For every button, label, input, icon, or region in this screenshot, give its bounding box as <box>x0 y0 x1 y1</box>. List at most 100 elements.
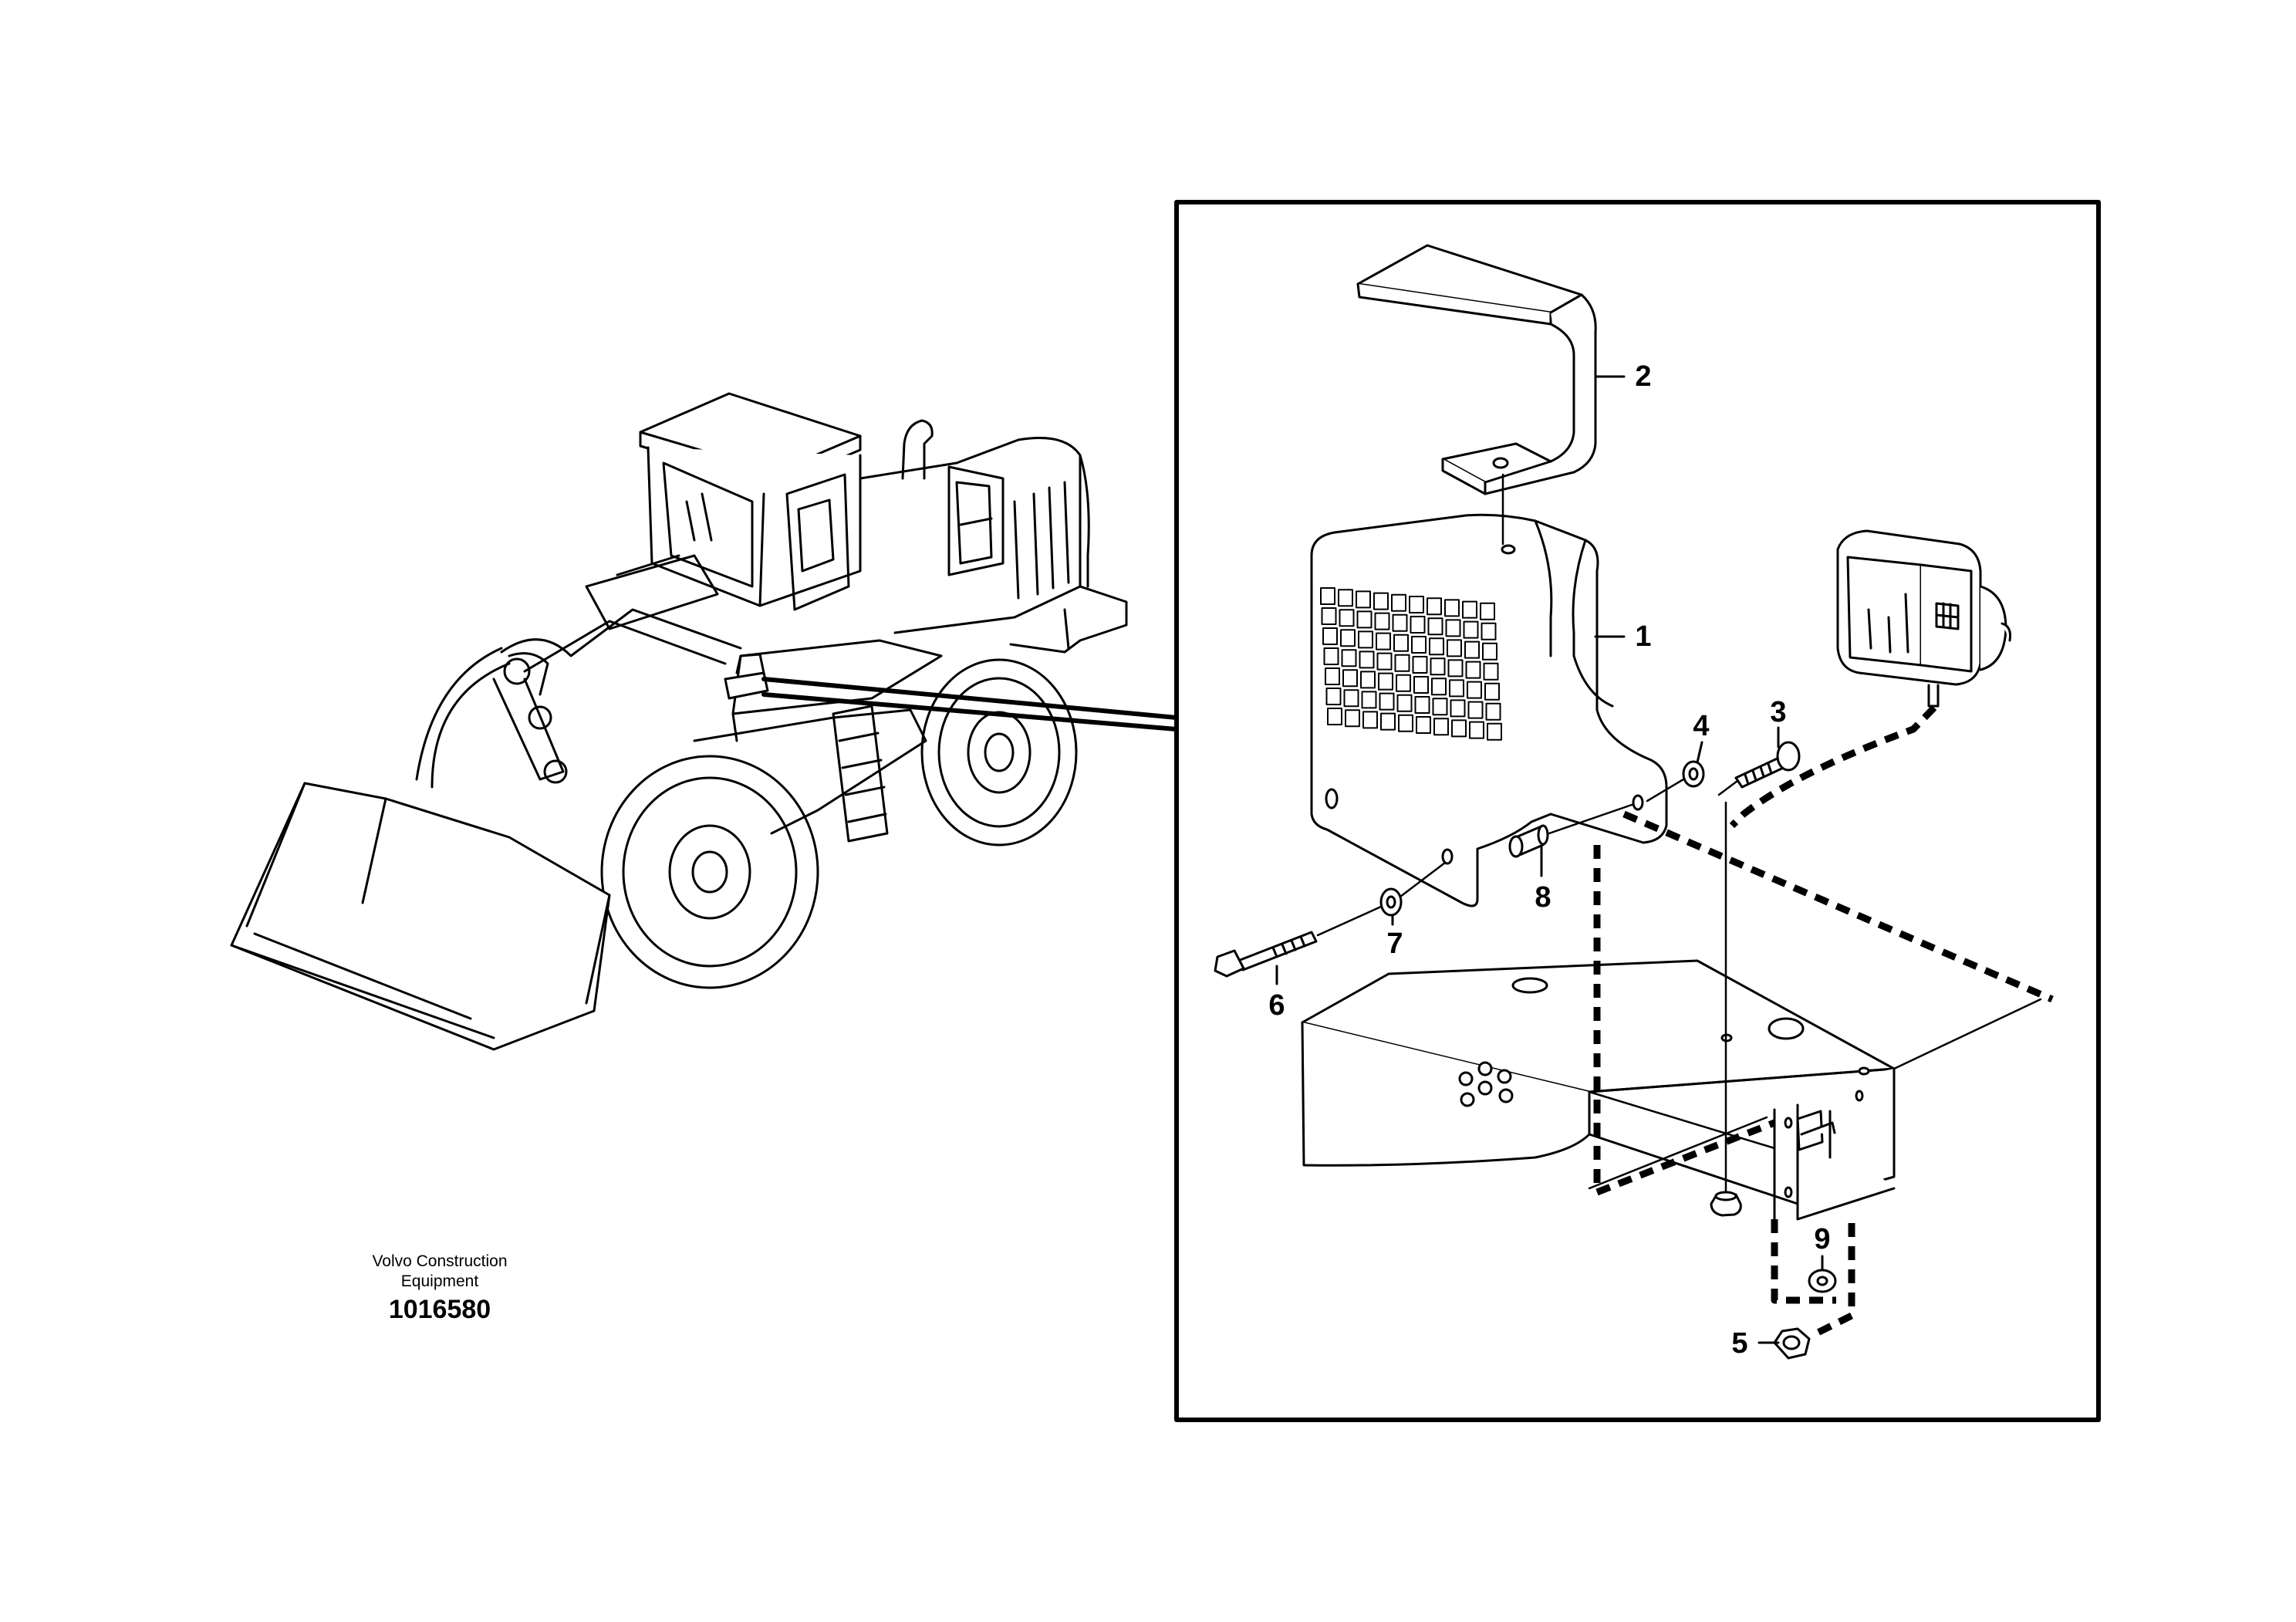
grille-cell <box>1483 662 1499 681</box>
grille-cell <box>1320 587 1335 605</box>
grille-cell <box>1451 719 1467 738</box>
part-spacer <box>1508 824 1549 858</box>
part-mounting-box <box>1301 959 1896 1221</box>
dashed-lines <box>1593 705 2054 1339</box>
grille-cell <box>1376 652 1393 671</box>
grille-cell <box>1433 718 1449 736</box>
grille-cell <box>1323 647 1339 665</box>
grille-cell <box>1380 712 1396 731</box>
part-nut-5 <box>1773 1327 1811 1360</box>
leader-lines <box>1275 375 1824 1344</box>
grille-cell <box>1345 709 1360 728</box>
grille-cell <box>1462 600 1477 619</box>
grille-cell <box>1432 698 1448 716</box>
callout-3: 3 <box>1770 696 1786 728</box>
grille-cell <box>1481 622 1497 640</box>
callout-5: 5 <box>1731 1327 1747 1360</box>
grille-cell <box>1360 671 1376 689</box>
grille-cell <box>1361 691 1377 709</box>
grille-cell <box>1467 681 1482 699</box>
grille-cell <box>1342 669 1358 688</box>
grille-cell <box>1427 597 1442 616</box>
grille-cell <box>1411 636 1427 654</box>
company-name: Volvo Construction Equipment <box>372 1252 508 1290</box>
grille-cell <box>1416 716 1431 734</box>
grille-cell <box>1356 610 1373 629</box>
grille-cell <box>1339 609 1355 627</box>
grille-cell <box>1398 714 1413 732</box>
grille-cell <box>1359 650 1375 669</box>
grille-cell <box>1373 592 1389 610</box>
callout-1: 1 <box>1635 620 1651 653</box>
callout-7: 7 <box>1386 928 1403 960</box>
callout-6: 6 <box>1268 989 1285 1022</box>
grille-cell <box>1341 649 1357 667</box>
callout-4: 4 <box>1693 710 1709 742</box>
grille-cell <box>1430 657 1446 676</box>
part-grille-cover <box>1310 513 1668 907</box>
grille-cell <box>1467 701 1484 719</box>
grille-cell <box>1321 607 1337 625</box>
part-work-light <box>1836 529 2011 708</box>
grille-cell <box>1480 602 1495 620</box>
part-bolt-3 <box>1734 741 1801 789</box>
grille-cell <box>1376 632 1391 650</box>
part-bracket <box>1356 244 1597 495</box>
wheel-loader-illustration <box>230 392 1128 1051</box>
grille-cell <box>1374 612 1390 630</box>
grille-cell <box>1463 620 1479 639</box>
grille-cell <box>1464 640 1480 659</box>
grille-cell <box>1356 590 1371 609</box>
grille-cell <box>1445 619 1461 637</box>
grille-cell <box>1394 654 1410 672</box>
grille-cell <box>1391 593 1406 612</box>
grille-cell <box>1469 721 1484 739</box>
grille-cell <box>1444 599 1460 617</box>
grille-cell <box>1412 656 1428 674</box>
grille-cell <box>1413 676 1429 694</box>
grille-cell <box>1409 596 1424 613</box>
grille-cell <box>1325 688 1342 705</box>
grille-cell <box>1379 692 1395 711</box>
callout-labels: 2 1 3 4 8 7 6 9 5 <box>1268 360 1830 1360</box>
grille-cell <box>1431 678 1447 696</box>
grille-cell <box>1485 702 1501 721</box>
callout-connector <box>761 677 1179 732</box>
grille-cell <box>1484 682 1500 701</box>
detail-frame <box>1174 200 2101 1422</box>
grille-cell <box>1414 696 1430 714</box>
assembly-lines <box>1316 473 2042 1194</box>
grille-cell <box>1429 637 1444 656</box>
grille-cell <box>1447 659 1464 678</box>
grille-cell <box>1362 711 1378 729</box>
grille-cell <box>1338 589 1353 607</box>
part-bolt-6 <box>1214 931 1318 978</box>
part-washer-9 <box>1808 1269 1837 1293</box>
grille-cell <box>1396 674 1411 692</box>
grille-cell <box>1487 722 1502 741</box>
grille-cell <box>1392 613 1408 632</box>
drawing-number: 1016580 <box>388 1295 491 1324</box>
grille-cell <box>1322 627 1338 645</box>
grille-cell <box>1358 630 1373 649</box>
grille-cell <box>1449 679 1464 698</box>
grille-cell <box>1427 617 1443 636</box>
grille-cell <box>1396 694 1413 712</box>
grille-cell <box>1327 708 1342 725</box>
grille-cell <box>1343 689 1359 708</box>
grille-cell <box>1393 634 1409 652</box>
grille-cell <box>1410 616 1426 634</box>
callout-2: 2 <box>1635 360 1651 393</box>
callout-8: 8 <box>1535 881 1551 914</box>
grille-cell <box>1378 672 1393 691</box>
callout-9: 9 <box>1814 1223 1830 1255</box>
grille-cell <box>1482 642 1497 661</box>
grille-cell <box>1465 661 1481 679</box>
grille-cell <box>1325 667 1340 685</box>
grille-cell <box>1447 639 1462 657</box>
grille-cell <box>1340 629 1356 647</box>
part-washer-7 <box>1379 887 1403 917</box>
grille-cell <box>1450 699 1466 718</box>
part-washer-4 <box>1682 760 1705 788</box>
